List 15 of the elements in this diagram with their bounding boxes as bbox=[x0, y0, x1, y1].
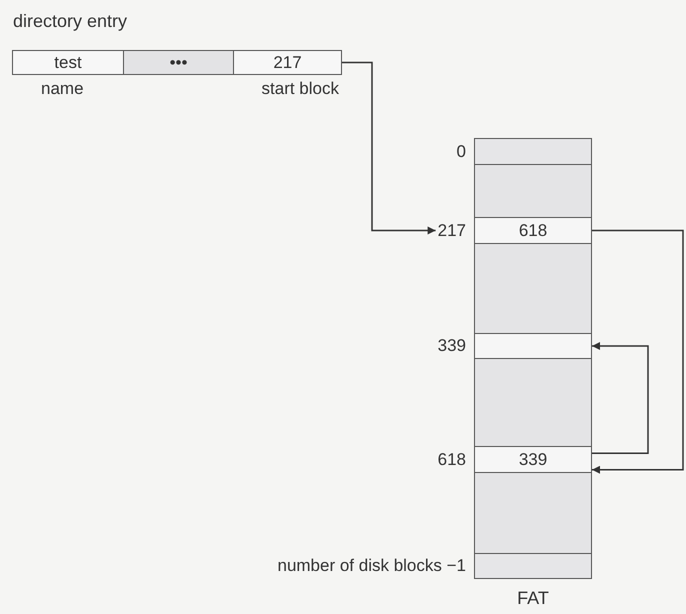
table-entry: 618 bbox=[474, 217, 592, 244]
field-label: start block bbox=[262, 80, 339, 97]
arrow bbox=[592, 230, 684, 474]
field-label: name bbox=[41, 80, 84, 97]
record-heading: directory entry bbox=[13, 10, 128, 33]
table-caption: FAT bbox=[516, 587, 550, 610]
block-number: 0 bbox=[456, 140, 467, 163]
block-number: number of disk blocks −1 bbox=[277, 555, 467, 578]
table-entry: 339 bbox=[474, 446, 592, 473]
record-field: ••• bbox=[123, 51, 233, 74]
block-number: 217 bbox=[438, 220, 467, 242]
block-number: 618 bbox=[438, 448, 467, 471]
arrow bbox=[592, 342, 649, 454]
arrow bbox=[341, 62, 436, 234]
block-number: 339 bbox=[438, 335, 467, 358]
